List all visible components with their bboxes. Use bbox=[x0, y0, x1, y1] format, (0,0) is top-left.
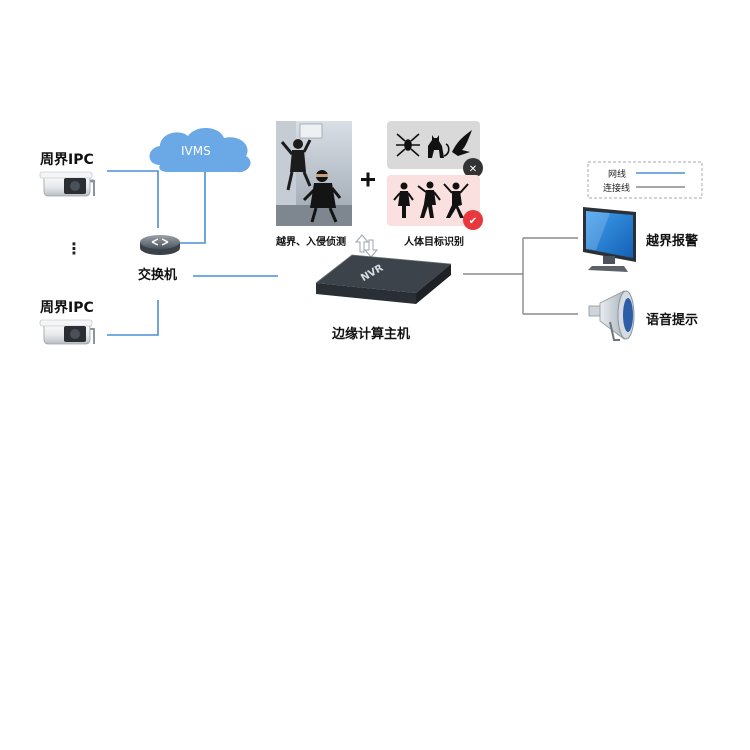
legend-connect-label: 连接线 bbox=[603, 184, 631, 194]
legend-network-label: 网线 bbox=[608, 170, 627, 180]
accept-mark: ✔ bbox=[469, 216, 477, 227]
insect-icon bbox=[396, 133, 420, 157]
monitor-icon bbox=[583, 207, 636, 272]
more-cameras-dots: ⋮ bbox=[66, 239, 82, 258]
accept-badge bbox=[463, 210, 483, 230]
reject-badge bbox=[463, 158, 483, 178]
alarm-label: 越界报警 bbox=[646, 234, 699, 249]
connect-lines bbox=[463, 237, 578, 315]
reject-mark: ✕ bbox=[469, 164, 477, 175]
nvr-box-icon bbox=[315, 254, 452, 304]
network-switch-icon bbox=[140, 235, 180, 255]
ipc-bottom-label: 周界IPC bbox=[40, 300, 94, 316]
line-ipc-top-to-switch bbox=[107, 170, 159, 228]
human-panel bbox=[387, 175, 483, 230]
nvr-caption: 边缘计算主机 bbox=[332, 327, 411, 342]
voice-prompt-label: 语音提示 bbox=[646, 313, 699, 328]
person-silhouette-icon bbox=[417, 181, 441, 218]
legend-box bbox=[587, 161, 703, 199]
person-silhouette-icon bbox=[393, 182, 414, 218]
exchange-arrows-icon bbox=[354, 234, 379, 258]
camera-icon bbox=[39, 319, 95, 345]
intrusion-photo bbox=[276, 121, 352, 226]
cloud-icon bbox=[149, 127, 251, 173]
person-silhouette-icon bbox=[443, 182, 469, 218]
human-recognition-caption: 人体目标识别 bbox=[404, 237, 464, 248]
switch-label: 交换机 bbox=[138, 268, 178, 283]
ipc-top-label: 周界IPC bbox=[40, 152, 94, 168]
network-lines bbox=[107, 170, 278, 336]
bird-icon bbox=[452, 130, 472, 156]
cloud-label: IVMS bbox=[181, 144, 211, 158]
plus-sign bbox=[361, 172, 375, 187]
camera-icon bbox=[39, 171, 95, 197]
line-cloud-to-switch bbox=[180, 172, 206, 244]
horn-speaker-icon bbox=[588, 290, 635, 341]
intrusion-caption: 越界、入侵侦测 bbox=[276, 237, 346, 248]
animal-panel bbox=[387, 121, 483, 178]
line-ipc-bottom-to-switch bbox=[107, 300, 159, 336]
cat-icon bbox=[428, 135, 450, 158]
